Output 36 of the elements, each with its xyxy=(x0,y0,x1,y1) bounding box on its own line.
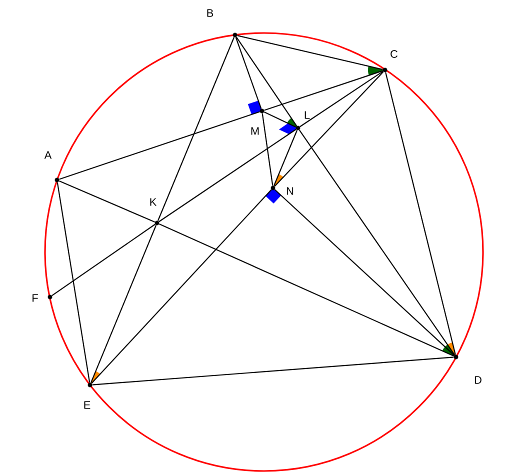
node-label: K xyxy=(150,198,157,206)
line-segment xyxy=(273,130,298,186)
line-segment xyxy=(274,71,384,187)
point: K xyxy=(150,198,160,226)
line-segment xyxy=(92,356,454,386)
line-segment xyxy=(235,37,262,109)
line-segment xyxy=(274,189,455,356)
node-label: B xyxy=(207,9,214,17)
line-segment xyxy=(262,113,274,186)
point: F xyxy=(32,294,52,302)
point: E xyxy=(84,382,92,409)
line-segment xyxy=(59,180,155,223)
line-segment xyxy=(90,225,157,383)
line-segment xyxy=(298,130,456,356)
line-segment xyxy=(385,72,456,355)
line-segment xyxy=(157,37,235,221)
line-segment xyxy=(91,189,272,384)
line-segment xyxy=(236,36,298,126)
line-segment xyxy=(158,128,296,222)
line-segment xyxy=(52,224,156,296)
point: B xyxy=(207,9,238,38)
line-segment xyxy=(237,35,383,70)
point: A xyxy=(44,151,60,182)
point: L xyxy=(296,111,310,130)
line-segment xyxy=(56,182,90,383)
point: M xyxy=(251,108,264,135)
line-segment xyxy=(264,70,383,111)
line-segment xyxy=(59,111,260,180)
line-segment xyxy=(264,112,296,128)
node-label: F xyxy=(32,294,38,302)
line-segment xyxy=(300,70,384,128)
node-label: A xyxy=(44,151,52,159)
point: C xyxy=(382,50,398,72)
point: N xyxy=(270,186,294,195)
line-segment xyxy=(159,224,454,356)
point: D xyxy=(454,354,482,384)
